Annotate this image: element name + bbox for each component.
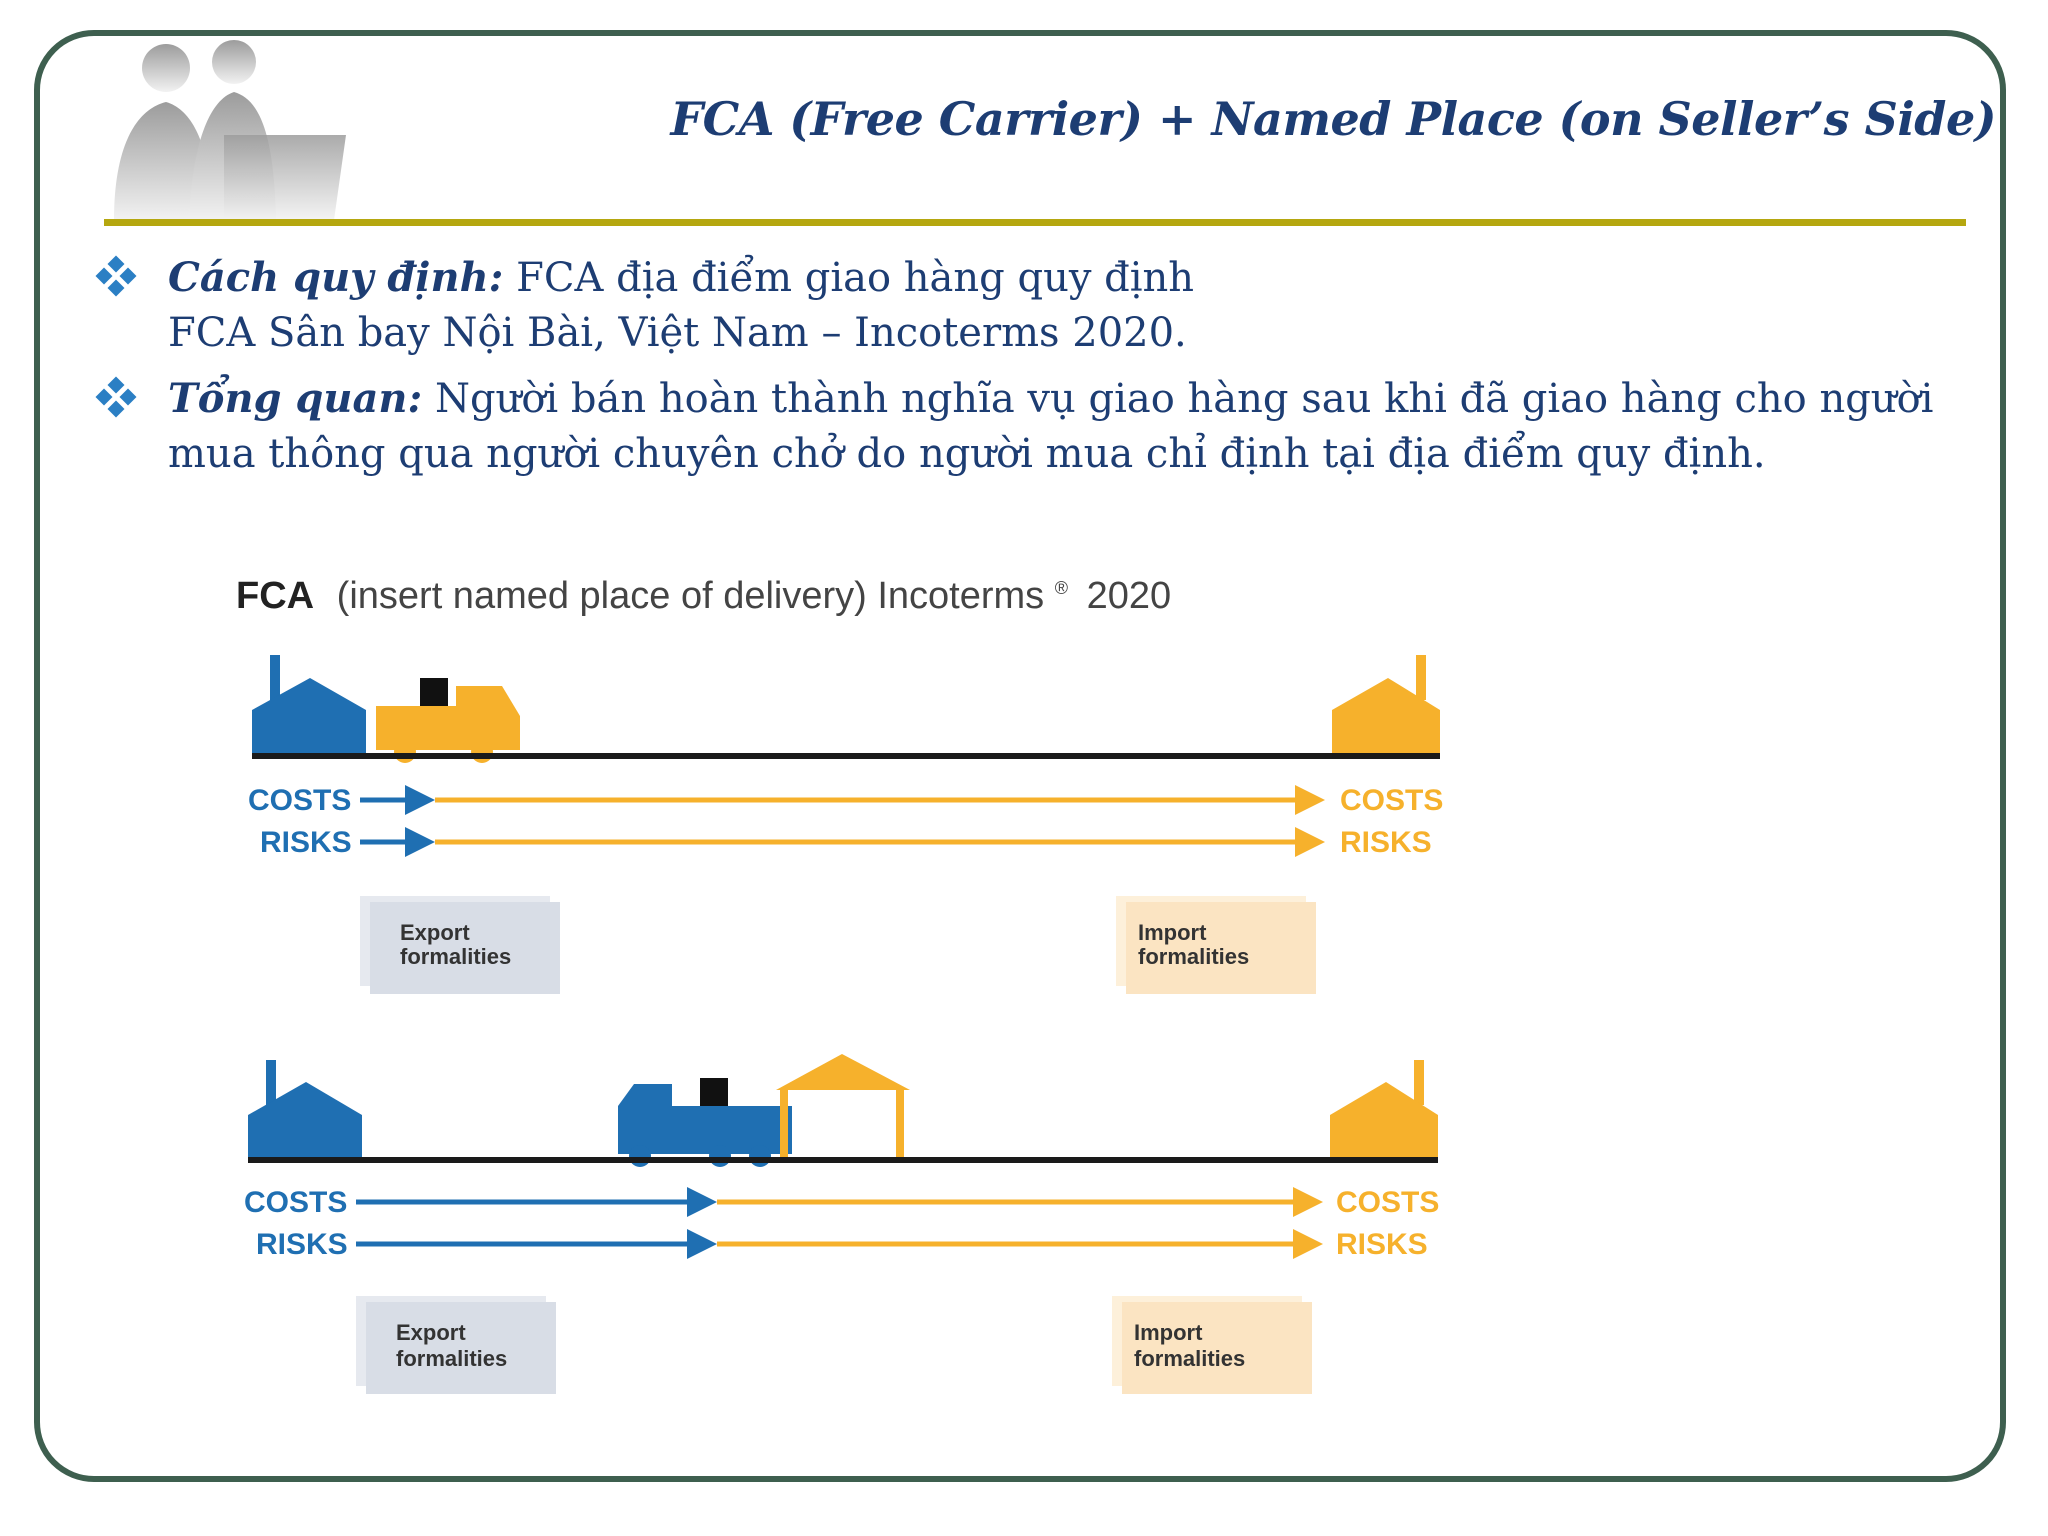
diamond-bullet-icon — [95, 255, 137, 297]
fca-diagram: FCA (insert named place of delivery) Inc… — [236, 561, 1443, 1394]
scenario-other-place: COSTS COSTS RISKS RISKS Export formaliti… — [244, 1054, 1439, 1394]
business-people-icon — [114, 40, 346, 220]
export-formalities-doc: Export formalities — [356, 1296, 556, 1394]
costs-label-buyer: COSTS — [1340, 784, 1443, 817]
costs-label-seller: COSTS — [244, 1186, 347, 1219]
export-line1: Export — [396, 1320, 466, 1345]
bullet-key: Cách quy định: — [168, 254, 504, 301]
import-line1: Import — [1134, 1320, 1203, 1345]
bullet-list: Cách quy định: FCA địa điểm giao hàng qu… — [92, 250, 1992, 482]
import-formalities-doc: Import formalities — [1112, 1296, 1312, 1394]
title-underline — [104, 219, 1966, 226]
orange-truck-icon — [376, 678, 520, 763]
seller-factory-icon — [248, 1060, 362, 1160]
heading-term: FCA — [236, 575, 314, 617]
bullet-key: Tổng quan: — [168, 375, 423, 422]
risks-label-buyer: RISKS — [1340, 826, 1432, 859]
export-line1: Export — [400, 920, 470, 945]
blue-truck-icon — [618, 1078, 792, 1167]
import-line2: formalities — [1138, 944, 1249, 969]
heading-registered: ® — [1055, 578, 1068, 598]
buyer-factory-icon — [1330, 1060, 1438, 1160]
seller-factory-icon — [252, 655, 366, 756]
export-line2: formalities — [396, 1346, 507, 1371]
buyer-factory-icon — [1332, 655, 1440, 756]
export-formalities-doc: Export formalities — [360, 896, 560, 994]
import-line2: formalities — [1134, 1346, 1245, 1371]
diagram-heading: FCA (insert named place of delivery) Inc… — [236, 561, 1171, 617]
bullet-overview: Tổng quan: Người bán hoàn thành nghĩa vụ… — [92, 371, 1992, 482]
heading-text: (insert named place of delivery) Incoter… — [337, 575, 1045, 617]
costs-label-seller: COSTS — [248, 784, 351, 817]
heading-year: 2020 — [1087, 575, 1172, 617]
carrier-terminal-icon — [776, 1054, 910, 1160]
scenario-seller-premises: COSTS COSTS RISKS RISKS Export formaliti… — [248, 655, 1443, 994]
bullet-example: FCA Sân bay Nội Bài, Việt Nam – Incoterm… — [168, 310, 1187, 356]
bullet-text: Người bán hoàn thành nghĩa vụ giao hàng … — [168, 376, 1934, 477]
risks-label-seller: RISKS — [260, 826, 352, 859]
import-line1: Import — [1138, 920, 1207, 945]
risks-label-seller: RISKS — [256, 1228, 348, 1261]
import-formalities-doc: Import formalities — [1116, 896, 1316, 994]
bullet-how-to-specify: Cách quy định: FCA địa điểm giao hàng qu… — [92, 250, 1992, 306]
risks-label-buyer: RISKS — [1336, 1228, 1428, 1261]
export-line2: formalities — [400, 944, 511, 969]
diamond-bullet-icon — [95, 376, 137, 418]
costs-label-buyer: COSTS — [1336, 1186, 1439, 1219]
bullet-text: FCA địa điểm giao hàng quy định — [503, 255, 1195, 301]
slide-title: FCA (Free Carrier) + Named Place (on Sel… — [670, 92, 1996, 146]
